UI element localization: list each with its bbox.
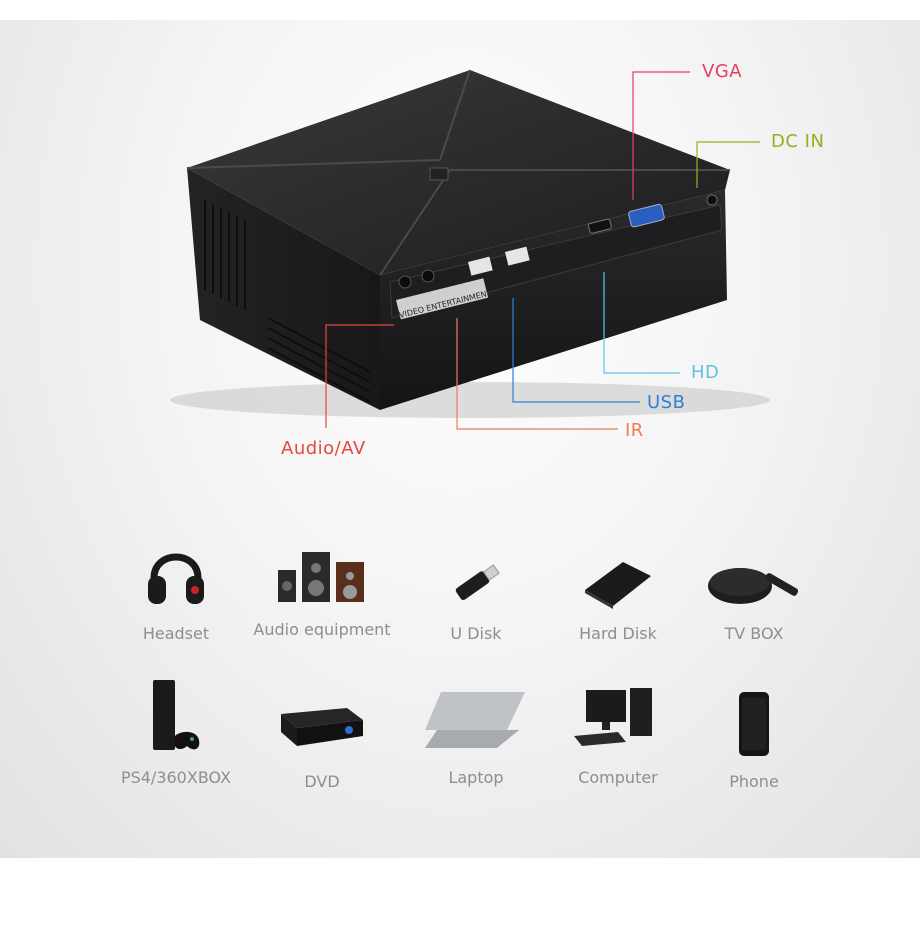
headset-icon [106, 540, 246, 608]
projector-image: VIDEO ENTERTAINMENT [170, 69, 770, 430]
hd-port-label: HD [691, 362, 720, 383]
device-label-dvd: DVD [304, 772, 340, 791]
device-label-u-disk: U Disk [450, 624, 502, 643]
hard-disk-icon [548, 560, 688, 610]
game-console-icon [106, 678, 246, 758]
laptop-icon [406, 688, 546, 752]
ir-port-label: IR [625, 420, 644, 441]
device-label-audio-equipment: Audio equipment [253, 620, 391, 639]
device-label-tv-box: TV BOX [724, 624, 784, 643]
device-label-ps4-360xbox: PS4/360XBOX [120, 768, 232, 787]
phone-icon [684, 690, 824, 758]
tv-box-icon [684, 562, 824, 608]
device-label-hard-disk: Hard Disk [579, 624, 657, 643]
usb-disk-icon [406, 560, 546, 604]
dc-in-port-label: DC IN [771, 131, 825, 152]
device-label-headset: Headset [142, 624, 210, 643]
computer-icon [548, 686, 688, 752]
audio-av-port-label: Audio/AV [281, 438, 366, 459]
device-label-phone: Phone [729, 772, 779, 791]
device-label-laptop: Laptop [448, 768, 504, 787]
speakers-icon [252, 548, 392, 604]
vga-port-label: VGA [702, 61, 743, 82]
usb-port-label: USB [647, 392, 686, 413]
dvd-player-icon [252, 700, 392, 750]
device-label-computer: Computer [578, 768, 658, 787]
